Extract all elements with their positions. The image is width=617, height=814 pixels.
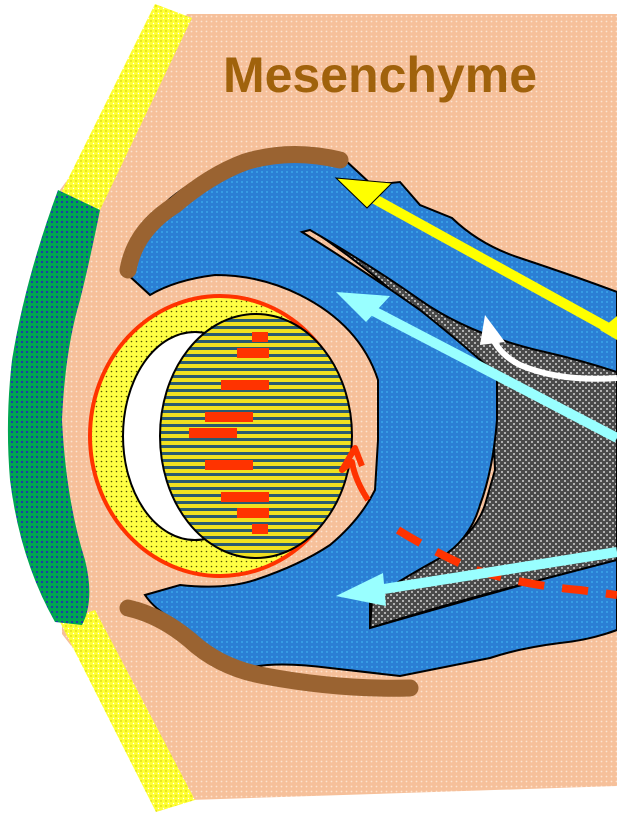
lens-fiber-mark	[221, 380, 269, 390]
lens-fiber-mark	[252, 332, 268, 342]
lens-fiber-mark	[221, 492, 269, 502]
lens-fiber-mark	[205, 460, 253, 470]
mesenchyme-label: Mesenchyme	[223, 47, 537, 103]
lens-fiber-mark	[252, 524, 268, 534]
lens-fiber-mark	[237, 348, 269, 358]
lens-fiber-mark	[205, 412, 253, 422]
lens-fiber-mark	[237, 508, 269, 518]
lens-fiber-mark	[189, 428, 237, 438]
